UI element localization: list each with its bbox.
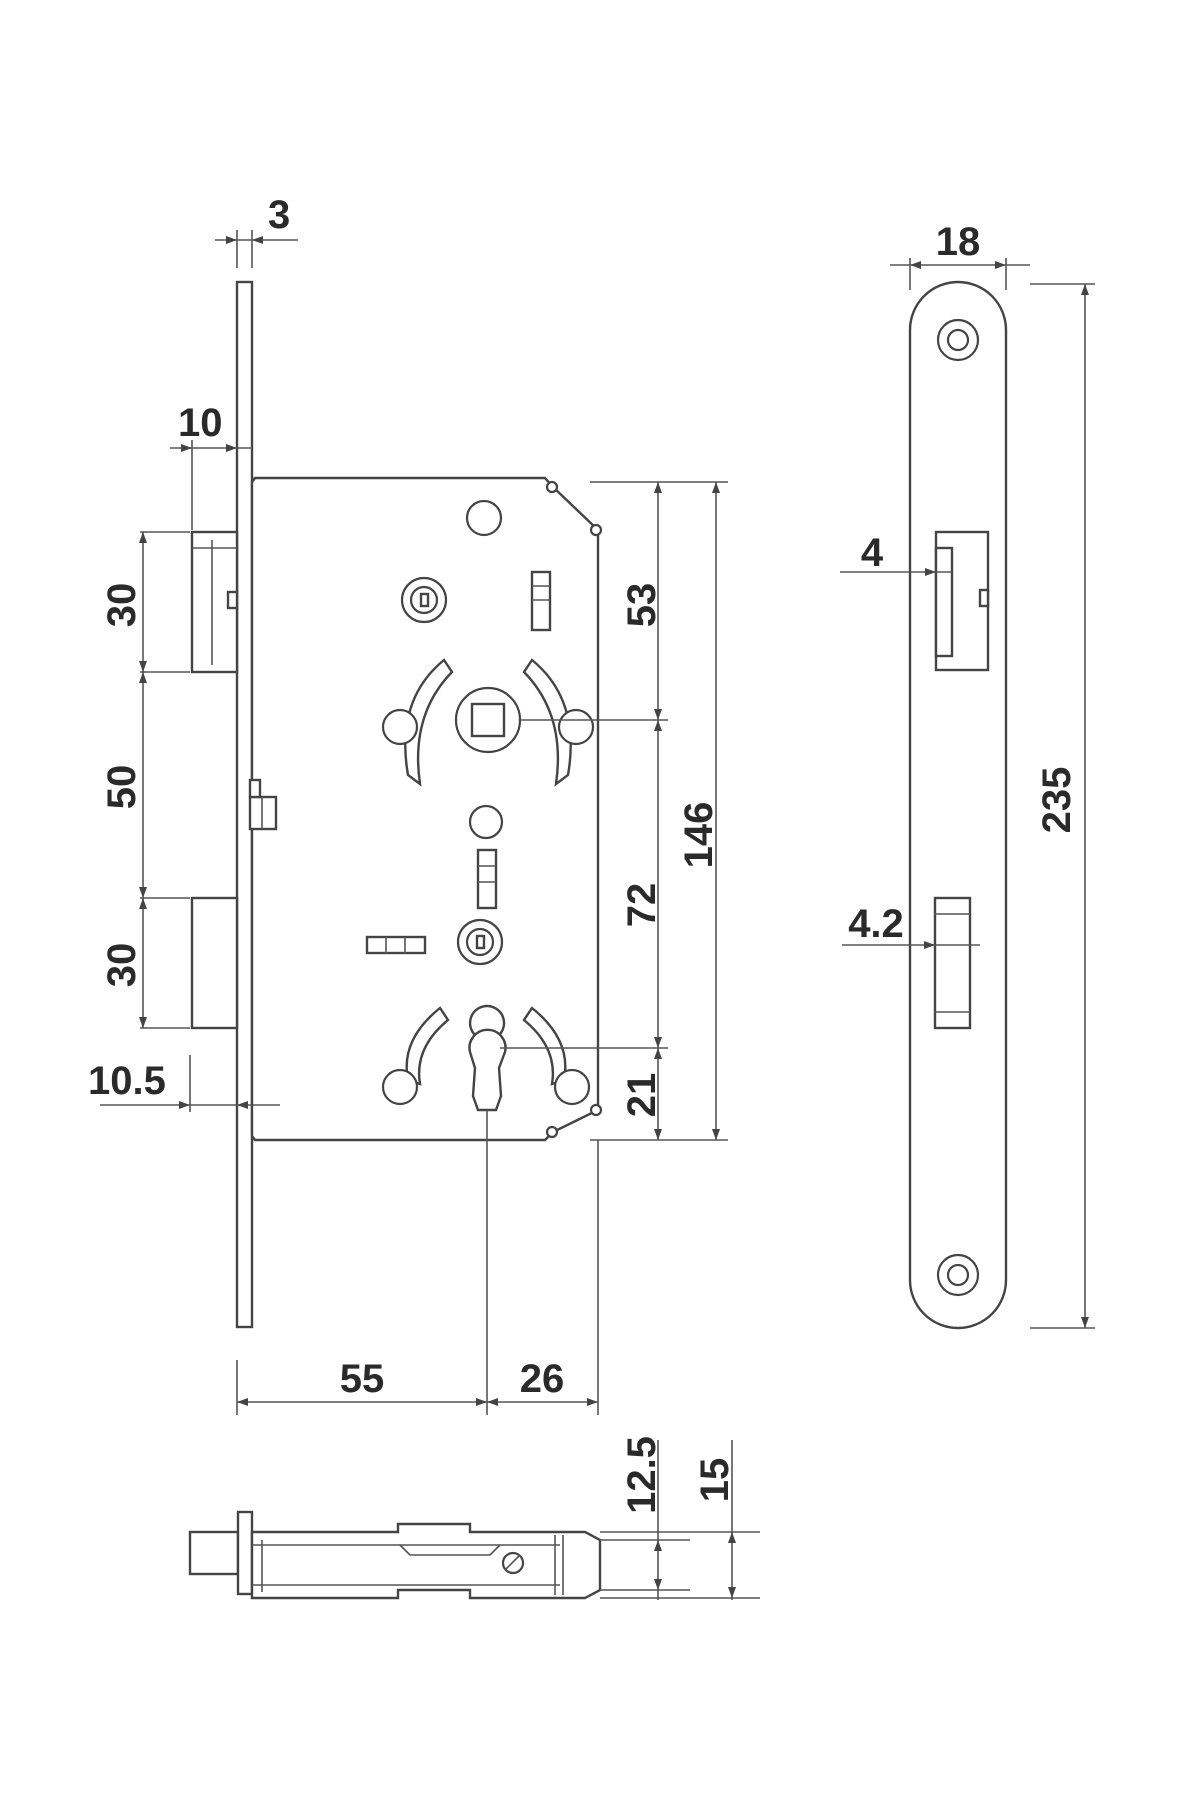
- dim-key-to-back: 26: [520, 1357, 565, 1401]
- upper-handle-slots: [381, 658, 595, 787]
- horizontal-slot: [365, 935, 427, 955]
- side-latch: [188, 1530, 240, 1576]
- dim-bolt-spacing: 50: [100, 765, 144, 810]
- side-view-dimensions: 12.5 15: [600, 1436, 760, 1600]
- deadbolt: [190, 896, 239, 1030]
- latch-bolt: [190, 530, 239, 674]
- dim-strike-width: 18: [936, 220, 981, 264]
- strike-latch-opening: [934, 530, 990, 672]
- case-corner-rivet: [545, 480, 559, 494]
- dim-faceplate-offset: 10: [178, 401, 223, 445]
- lower-handle-slots: [381, 1006, 591, 1106]
- top-rivet: [465, 499, 503, 537]
- dim-deadbolt-height: 30: [100, 943, 144, 988]
- lower-privacy-knob: [456, 918, 504, 966]
- case-corner-rivet: [589, 523, 603, 537]
- dim-side-inner-thickness: 12.5: [620, 1436, 664, 1514]
- lock-body-front-view: [190, 280, 668, 1415]
- strike-plate-dimensions: 18 4 4.2 235: [840, 220, 1095, 1329]
- dim-side-outer-thickness: 15: [693, 1458, 737, 1503]
- strike-bolt-opening: [933, 896, 972, 1030]
- dim-spindle-to-key: 72: [620, 883, 664, 928]
- lock-body-dimensions: 3 10 30 50 30 10.5: [88, 193, 728, 1415]
- dim-top-to-spindle: 53: [620, 583, 664, 628]
- strike-plate-view: [908, 280, 1008, 1330]
- dim-backset: 55: [340, 1357, 385, 1401]
- dim-faceplate-thickness: 3: [268, 193, 290, 237]
- case-corner-rivet: [545, 1125, 559, 1139]
- dim-key-to-bottom: 21: [620, 1073, 664, 1118]
- dim-strike-height: 235: [1035, 767, 1079, 834]
- spindle-hub: [454, 686, 522, 754]
- side-body: [250, 1522, 602, 1600]
- side-faceplate: [236, 1510, 254, 1596]
- dim-bottom-offset: 10.5: [88, 1059, 166, 1103]
- dim-strike-latch-depth: 4: [861, 531, 884, 575]
- latch-catch: [248, 778, 278, 831]
- strike-plate-outline: [908, 280, 1008, 1330]
- middle-slot: [476, 848, 498, 910]
- middle-rivet: [468, 804, 504, 840]
- case-corner-rivet: [589, 1103, 603, 1117]
- upper-slot: [530, 570, 552, 632]
- upper-privacy-knob: [400, 576, 448, 624]
- dim-body-height: 146: [677, 802, 721, 869]
- dim-strike-bolt-depth: 4.2: [848, 902, 904, 946]
- dim-latch-height: 30: [100, 583, 144, 628]
- lock-side-view: [188, 1510, 602, 1600]
